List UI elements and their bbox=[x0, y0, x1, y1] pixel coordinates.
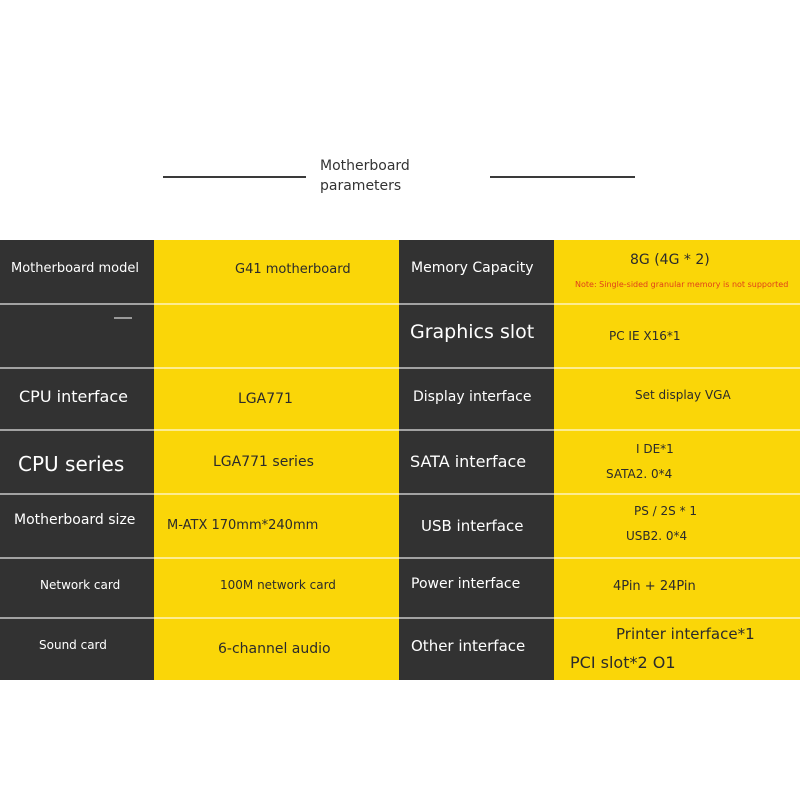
table-row: Motherboard size M-ATX 170mm*240mm USB i… bbox=[0, 494, 800, 558]
row-divider bbox=[0, 557, 800, 559]
table-row: Graphics slot PC IE X16*1 bbox=[0, 304, 800, 368]
label-cell bbox=[0, 304, 154, 368]
page-title: Motherboard parameters bbox=[320, 158, 410, 194]
value-sata-count: SATA2. 0*4 bbox=[606, 467, 673, 481]
row-divider bbox=[0, 617, 800, 619]
label-other-interface: Other interface bbox=[411, 637, 526, 655]
label-network-card: Network card bbox=[40, 578, 121, 592]
label-sound-card: Sound card bbox=[39, 638, 107, 652]
label-cpu-series: CPU series bbox=[18, 452, 125, 476]
label-cell: Power interface bbox=[399, 558, 554, 618]
value-cell: 6-channel audio bbox=[154, 618, 399, 680]
value-usb-count: USB2. 0*4 bbox=[626, 529, 688, 543]
value-cpu-series: LGA771 series bbox=[213, 454, 314, 470]
value-printer-interface: Printer interface*1 bbox=[616, 625, 755, 643]
label-usb-interface: USB interface bbox=[421, 517, 524, 535]
label-memory-capacity: Memory Capacity bbox=[411, 260, 534, 276]
value-motherboard-size: M-ATX 170mm*240mm bbox=[167, 518, 319, 533]
value-cell: M-ATX 170mm*240mm bbox=[154, 494, 399, 558]
header-rule-left bbox=[163, 176, 306, 178]
label-cell: Network card bbox=[0, 558, 154, 618]
value-graphics-slot: PC IE X16*1 bbox=[609, 329, 681, 343]
table-row: Network card 100M network card Power int… bbox=[0, 558, 800, 618]
spec-table: Motherboard model G41 motherboard Memory… bbox=[0, 240, 800, 680]
header-rule-right bbox=[490, 176, 635, 178]
label-cpu-interface: CPU interface bbox=[19, 387, 128, 406]
dash-mark bbox=[114, 317, 132, 319]
label-power-interface: Power interface bbox=[411, 576, 521, 592]
value-power-interface: 4Pin + 24Pin bbox=[613, 579, 696, 594]
label-graphics-slot: Graphics slot bbox=[410, 321, 535, 343]
label-motherboard-size: Motherboard size bbox=[14, 512, 136, 528]
value-display-interface: Set display VGA bbox=[635, 388, 731, 402]
label-cell: USB interface bbox=[399, 494, 554, 558]
table-row: CPU series LGA771 series SATA interface … bbox=[0, 430, 800, 494]
row-divider bbox=[0, 303, 800, 305]
label-cell: Other interface bbox=[399, 618, 554, 680]
label-cell: CPU interface bbox=[0, 368, 154, 430]
label-cell: Motherboard model bbox=[0, 240, 154, 304]
label-sata-interface: SATA interface bbox=[410, 452, 527, 471]
label-cell: Display interface bbox=[399, 368, 554, 430]
value-cell: G41 motherboard bbox=[154, 240, 399, 304]
value-cell: 8G (4G * 2) Note: Single-sided granular … bbox=[554, 240, 800, 304]
value-cell bbox=[154, 304, 399, 368]
row-divider bbox=[0, 493, 800, 495]
label-display-interface: Display interface bbox=[413, 389, 532, 405]
label-cell: CPU series bbox=[0, 430, 154, 494]
label-cell: Motherboard size bbox=[0, 494, 154, 558]
row-divider bbox=[0, 429, 800, 431]
value-memory-capacity: 8G (4G * 2) bbox=[630, 252, 710, 268]
memory-note: Note: Single-sided granular memory is no… bbox=[575, 280, 789, 289]
value-cell: LGA771 series bbox=[154, 430, 399, 494]
label-motherboard-model: Motherboard model bbox=[11, 261, 140, 276]
value-motherboard-model: G41 motherboard bbox=[235, 262, 351, 277]
value-cell: I DE*1 SATA2. 0*4 bbox=[554, 430, 800, 494]
value-usb-ps2: PS / 2S * 1 bbox=[634, 504, 698, 518]
table-row: CPU interface LGA771 Display interface S… bbox=[0, 368, 800, 430]
label-cell: Sound card bbox=[0, 618, 154, 680]
row-divider bbox=[0, 367, 800, 369]
value-cell: 4Pin + 24Pin bbox=[554, 558, 800, 618]
label-cell: Memory Capacity bbox=[399, 240, 554, 304]
table-row: Sound card 6-channel audio Other interfa… bbox=[0, 618, 800, 680]
value-sound-card: 6-channel audio bbox=[218, 641, 331, 657]
value-cell: 100M network card bbox=[154, 558, 399, 618]
value-sata-ide: I DE*1 bbox=[636, 442, 674, 456]
value-pci-slot: PCI slot*2 O1 bbox=[570, 653, 676, 672]
value-cell: Printer interface*1 PCI slot*2 O1 bbox=[554, 618, 800, 680]
value-network-card: 100M network card bbox=[220, 578, 336, 592]
value-cpu-interface: LGA771 bbox=[238, 391, 293, 407]
label-cell: Graphics slot bbox=[399, 304, 554, 368]
value-cell: PC IE X16*1 bbox=[554, 304, 800, 368]
label-cell: SATA interface bbox=[399, 430, 554, 494]
value-cell: PS / 2S * 1 USB2. 0*4 bbox=[554, 494, 800, 558]
table-row: Motherboard model G41 motherboard Memory… bbox=[0, 240, 800, 304]
value-cell: LGA771 bbox=[154, 368, 399, 430]
value-cell: Set display VGA bbox=[554, 368, 800, 430]
